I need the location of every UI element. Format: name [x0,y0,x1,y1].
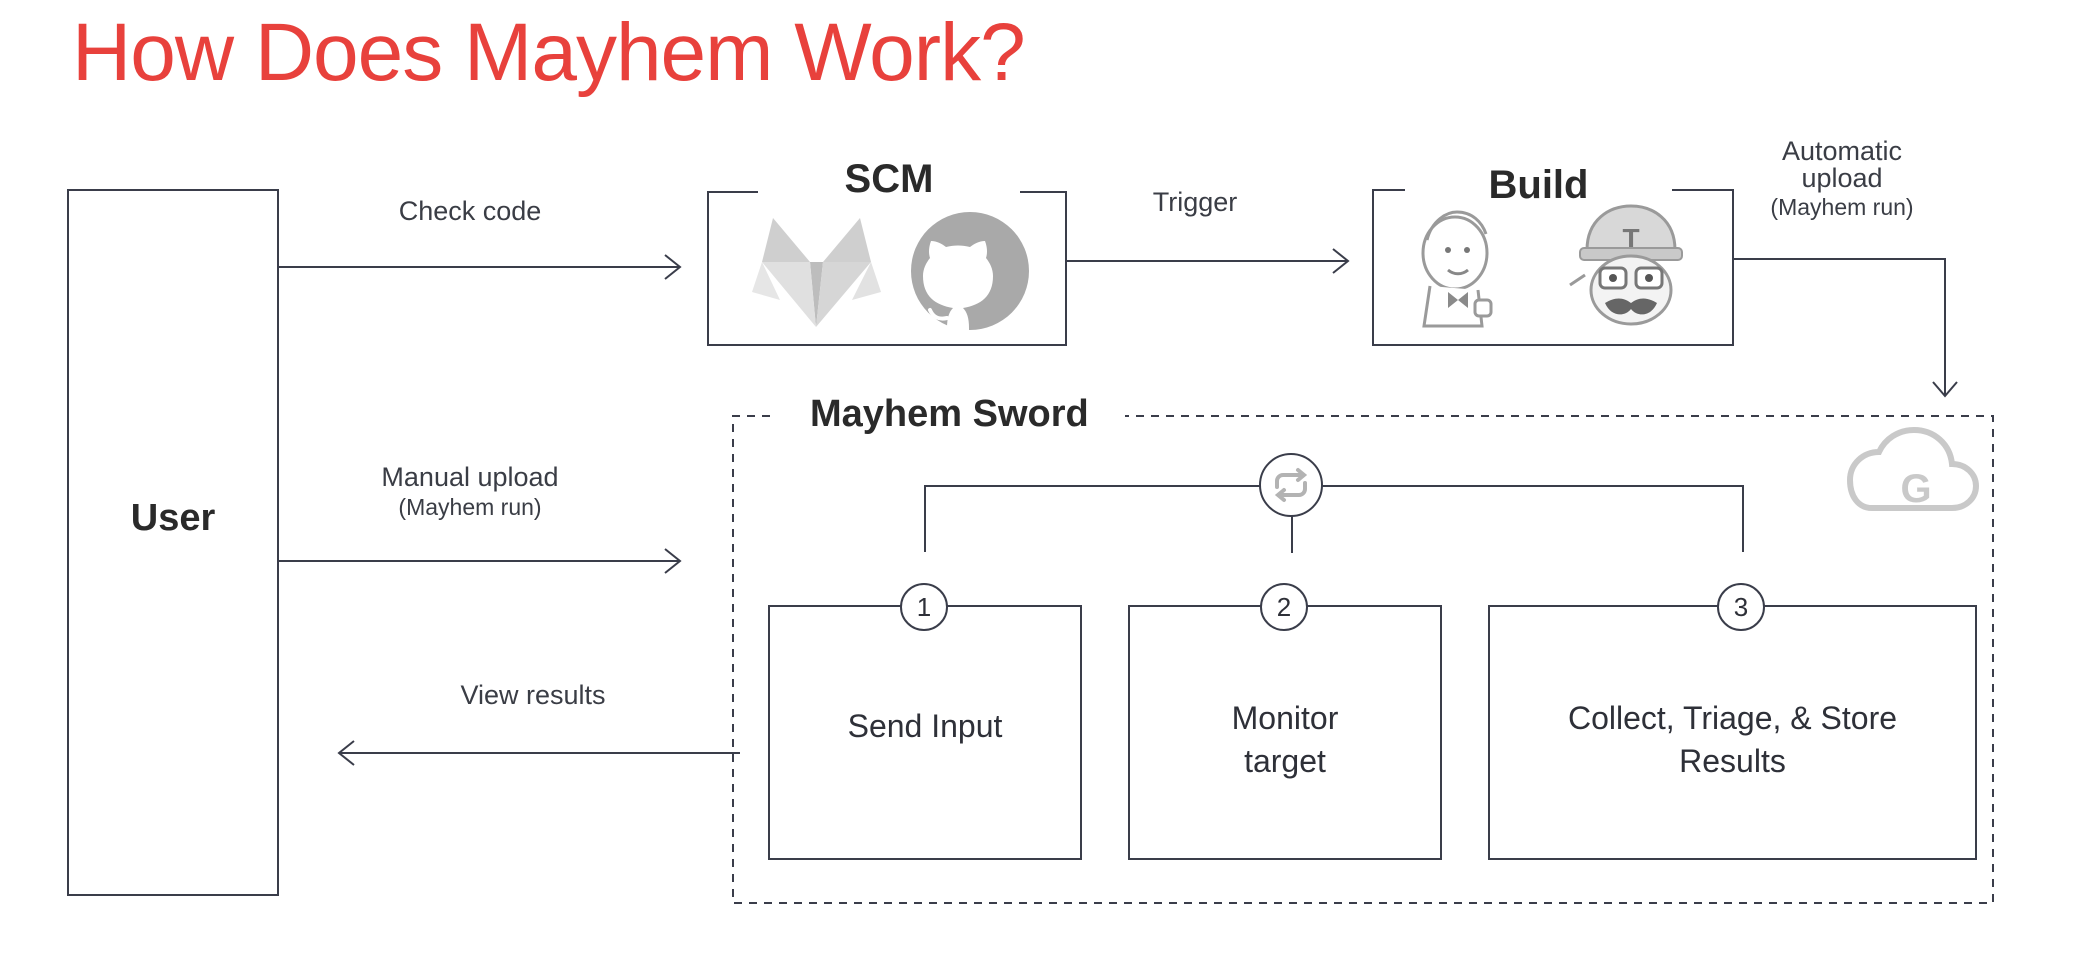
sword-container [732,415,1994,904]
view-results-arrow [337,740,740,766]
step-3-line-2: Results [1679,743,1786,779]
build-box [1372,189,1734,346]
trigger-arrow [1066,248,1350,274]
github-icon [911,212,1029,331]
automatic-upload-arrow [1733,258,1958,398]
manual-upload-label: Manual upload [381,462,559,492]
automatic-upload-label-2: upload [1801,163,1883,193]
check-code-arrow [278,254,682,280]
step-1-text: Send Input [769,705,1081,748]
step-number-1: 1 [916,592,932,622]
step-2-line-2: target [1244,743,1326,779]
step-number-2: 2 [1276,592,1292,622]
step-3-line-1: Collect, Triage, & Store [1567,700,1898,736]
sword-label: Mayhem Sword [810,393,1089,435]
step-2-line-1: Monitor [1231,700,1339,736]
scm-box [707,191,1067,346]
step-number-3: 3 [1733,592,1749,622]
svg-text:G: G [1900,467,1931,511]
google-cloud-icon: G [1846,426,1980,511]
step-number-circle-1 [900,583,948,631]
step-2-text: Monitor target [1129,697,1441,783]
automatic-upload-label-1: Automatic [1781,136,1903,166]
svg-text:T: T [1622,223,1639,254]
manual-upload-arrow [278,548,682,574]
user-box [67,189,279,896]
trigger-label: Trigger [1152,187,1238,217]
step-3-text: Collect, Triage, & Store Results [1489,697,1976,783]
loop-connector [924,485,1744,552]
user-label: User [130,497,216,539]
loop-icon [1259,453,1323,517]
step-1-line-1: Send Input [847,708,1003,744]
check-code-label: Check code [398,196,542,226]
step-number-circle-2 [1260,583,1308,631]
gitlab-icon [752,218,881,327]
page-title: How Does Mayhem Work? [72,7,1026,98]
automatic-upload-sub: (Mayhem run) [1770,194,1914,220]
manual-upload-sub: (Mayhem run) [398,494,542,520]
jenkins-icon [1421,210,1493,328]
step-number-circle-3 [1717,583,1765,631]
scm-label: SCM [844,157,934,201]
travis-ci-icon: T [1569,204,1683,326]
view-results-label: View results [460,680,606,710]
build-label: Build [1488,163,1589,207]
